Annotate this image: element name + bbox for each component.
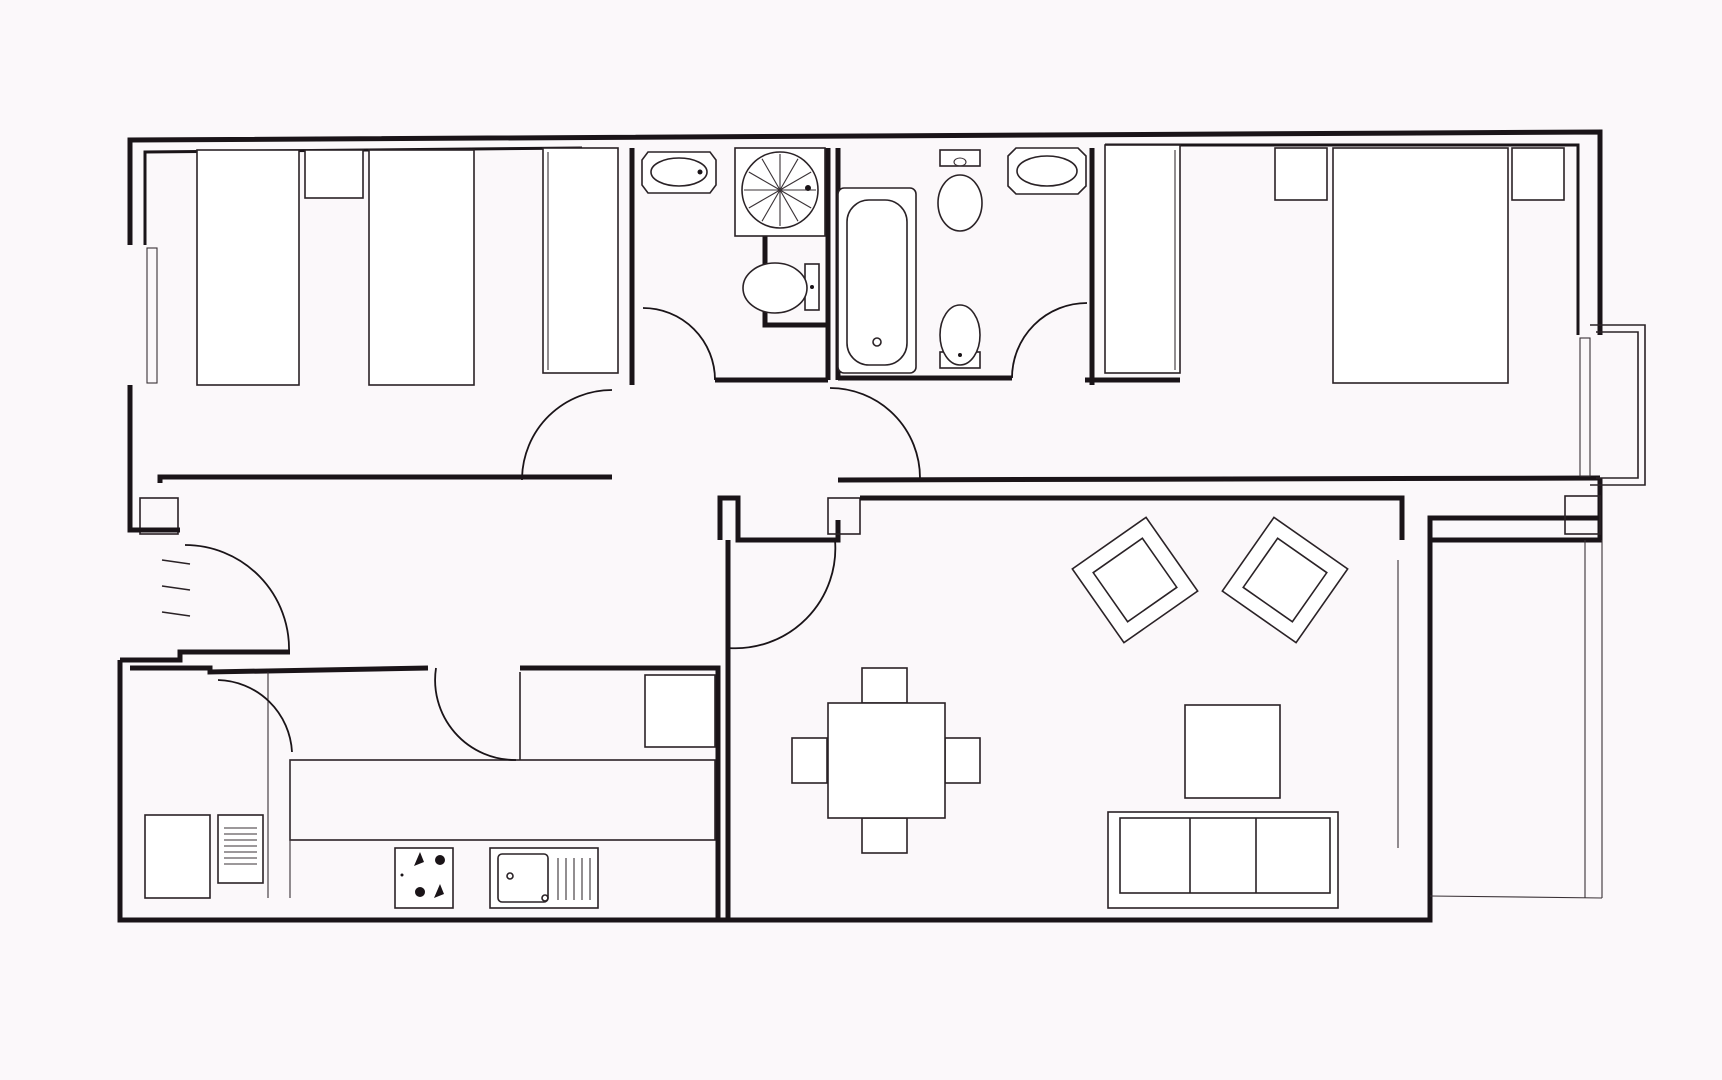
detail-line (779, 189, 799, 222)
living-room (725, 516, 1399, 920)
coffee-table (1184, 704, 1281, 799)
wall-column (1564, 495, 1601, 535)
dining-table (827, 702, 946, 819)
bedroom-left (139, 147, 619, 535)
nightstand (1511, 147, 1565, 201)
wall-column (139, 497, 179, 535)
detail-line (779, 158, 799, 191)
shower-icon (734, 147, 826, 237)
wardrobe-left (542, 147, 619, 374)
door-bathroom-shower (642, 307, 716, 381)
door-entrance (184, 544, 290, 653)
nightstand (304, 149, 364, 199)
balcony (1427, 324, 1646, 899)
bathtub-icon (837, 187, 917, 374)
bidet-icon (939, 304, 981, 369)
armchair-right (1221, 516, 1349, 644)
double-bed (1332, 147, 1509, 384)
kitchen-counter (289, 759, 716, 841)
detail-line (779, 171, 812, 191)
detail-line (748, 189, 781, 209)
dining-table-set (791, 667, 981, 854)
armchair-left (1071, 516, 1199, 644)
stove-icon (394, 847, 454, 909)
door-bedroom-left (521, 389, 613, 480)
detail-line (761, 158, 781, 191)
nightstand (1274, 147, 1328, 201)
sink-icon (641, 151, 717, 194)
detail-line (748, 171, 781, 191)
door-bathroom-tub (1011, 302, 1088, 379)
twin-bed-right (368, 149, 475, 386)
bathroom-shower (629, 147, 831, 385)
fridge (144, 814, 211, 899)
bathroom-tub (835, 147, 1095, 385)
sofa (1107, 811, 1339, 909)
toilet-icon (742, 262, 820, 314)
door-kitchen (434, 667, 517, 761)
bedroom-right (837, 144, 1601, 483)
hallway (120, 495, 1405, 663)
door-pantry (217, 679, 293, 753)
kitchen-cabinet (644, 674, 716, 748)
wall-column (827, 497, 861, 535)
kitchen-sink-icon (489, 847, 599, 909)
water-heater-icon (217, 814, 264, 884)
entrance-marks (161, 559, 191, 617)
detail-line (779, 189, 812, 209)
kitchen (130, 665, 721, 920)
sink-icon (1007, 147, 1087, 195)
door-bedroom-right (829, 387, 921, 479)
door-living-room (727, 539, 837, 650)
twin-bed-left (196, 149, 300, 386)
bedroom-left-window (146, 247, 158, 384)
bedroom-right-window (1579, 337, 1591, 477)
detail-line (761, 189, 781, 222)
doors (184, 302, 1088, 761)
toilet-icon (937, 149, 983, 232)
wardrobe-right (1104, 144, 1181, 374)
